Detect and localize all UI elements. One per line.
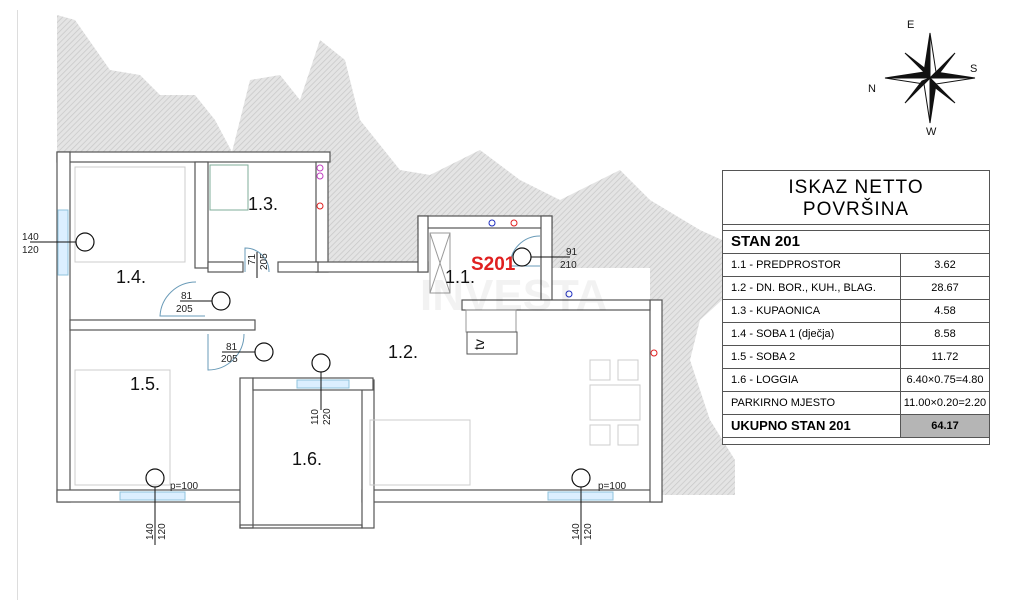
door-1-3 bbox=[244, 247, 270, 273]
entry-door-height: 210 bbox=[560, 260, 577, 271]
room-label-1-2: 1.2. bbox=[388, 342, 418, 362]
room-label-1-4: 1.4. bbox=[116, 267, 146, 287]
room-name: 1.5 - SOBA 2 bbox=[723, 346, 901, 368]
unit-title: STAN 201 bbox=[723, 231, 989, 254]
compass-north: N bbox=[868, 83, 876, 95]
table-footer bbox=[723, 438, 989, 444]
tv-unit bbox=[466, 331, 518, 355]
compass-east: E bbox=[907, 19, 914, 31]
table-row: 1.4 - SOBA 1 (dječja) 8.58 bbox=[723, 323, 989, 346]
area-table-title-line2: POVRŠINA bbox=[802, 199, 910, 220]
table-row: 1.3 - KUPAONICA 4.58 bbox=[723, 300, 989, 323]
door-1-5-height: 205 bbox=[221, 354, 238, 365]
room-name: 1.4 - SOBA 1 (dječja) bbox=[723, 323, 901, 345]
window-1-6 bbox=[296, 379, 350, 389]
room-name: 1.1 - PREDPROSTOR bbox=[723, 254, 901, 276]
walls bbox=[56, 151, 663, 529]
room-area: 4.58 bbox=[934, 305, 956, 317]
table-row: 1.5 - SOBA 2 11.72 bbox=[723, 346, 989, 369]
area-table-title-line1: ISKAZ NETTO bbox=[788, 177, 924, 198]
room-label-1-3: 1.3. bbox=[248, 194, 278, 214]
parapet-note-1-5: p=100 bbox=[170, 481, 199, 492]
door-1-4-width: 81 bbox=[181, 291, 193, 302]
room-label-1-1: 1.1. bbox=[445, 267, 475, 287]
table-row: 1.6 - LOGGIA 6.40×0.75=4.80 bbox=[723, 369, 989, 392]
furniture bbox=[74, 164, 641, 486]
window-1-2-width: 140 bbox=[571, 523, 582, 540]
table-row: 1.1 - PREDPROSTOR 3.62 bbox=[723, 254, 989, 277]
door-entry bbox=[509, 235, 541, 267]
room-label-1-6: 1.6. bbox=[292, 449, 322, 469]
total-label: UKUPNO STAN 201 bbox=[723, 415, 901, 437]
window-1-2-height: 120 bbox=[583, 523, 594, 540]
doors bbox=[159, 235, 541, 371]
window-1-5-height: 120 bbox=[157, 523, 168, 540]
door-1-3-height: 205 bbox=[259, 253, 270, 270]
door-1-4 bbox=[159, 281, 205, 317]
area-table: ISKAZ NETTO POVRŠINA STAN 201 1.1 - PRED… bbox=[722, 170, 990, 445]
door-1-3-width: 71 bbox=[247, 253, 258, 265]
room-area: 11.72 bbox=[931, 351, 959, 363]
table-row: 1.2 - DN. BOR., KUH., BLAG. 28.67 bbox=[723, 277, 989, 300]
total-value: 64.17 bbox=[901, 415, 989, 437]
room-label-1-5: 1.5. bbox=[130, 374, 160, 394]
door-1-5-width: 81 bbox=[226, 342, 238, 353]
compass-rose-icon bbox=[884, 32, 976, 124]
window-1-4-width: 140 bbox=[22, 232, 39, 243]
drawing-frame bbox=[17, 10, 1018, 600]
compass-west: W bbox=[926, 126, 937, 138]
room-name: PARKIRNO MJESTO bbox=[723, 392, 901, 414]
room-area: 3.62 bbox=[934, 259, 956, 271]
room-area: 8.58 bbox=[934, 328, 956, 340]
room-name: 1.2 - DN. BOR., KUH., BLAG. bbox=[723, 277, 901, 299]
compass-south: S bbox=[970, 63, 977, 75]
room-area: 6.40×0.75=4.80 bbox=[906, 374, 984, 386]
area-table-title: ISKAZ NETTO POVRŠINA bbox=[723, 171, 989, 225]
window-1-5 bbox=[119, 491, 186, 501]
entry-door-width: 91 bbox=[566, 247, 578, 258]
fixtures bbox=[316, 164, 658, 357]
door-1-4-height: 205 bbox=[176, 304, 193, 315]
terrain-right bbox=[232, 40, 735, 495]
window-1-4-height: 120 bbox=[22, 245, 39, 256]
parapet-note-1-2: p=100 bbox=[598, 481, 627, 492]
room-area: 11.00×0.20=2.20 bbox=[903, 397, 987, 409]
window-1-6-width: 110 bbox=[310, 409, 321, 425]
tv-label: tv bbox=[471, 339, 487, 350]
unit-code: S201 bbox=[471, 254, 516, 275]
watermark: INVESTA bbox=[420, 271, 607, 320]
window-1-5-width: 140 bbox=[145, 523, 156, 540]
window-1-6-height: 220 bbox=[322, 408, 333, 425]
door-1-5 bbox=[207, 333, 245, 371]
dimension-leaders bbox=[30, 241, 582, 545]
room-name: 1.6 - LOGGIA bbox=[723, 369, 901, 391]
terrain-left bbox=[57, 15, 232, 152]
room-name: 1.3 - KUPAONICA bbox=[723, 300, 901, 322]
divider bbox=[723, 225, 989, 231]
room-area: 28.67 bbox=[931, 282, 959, 294]
